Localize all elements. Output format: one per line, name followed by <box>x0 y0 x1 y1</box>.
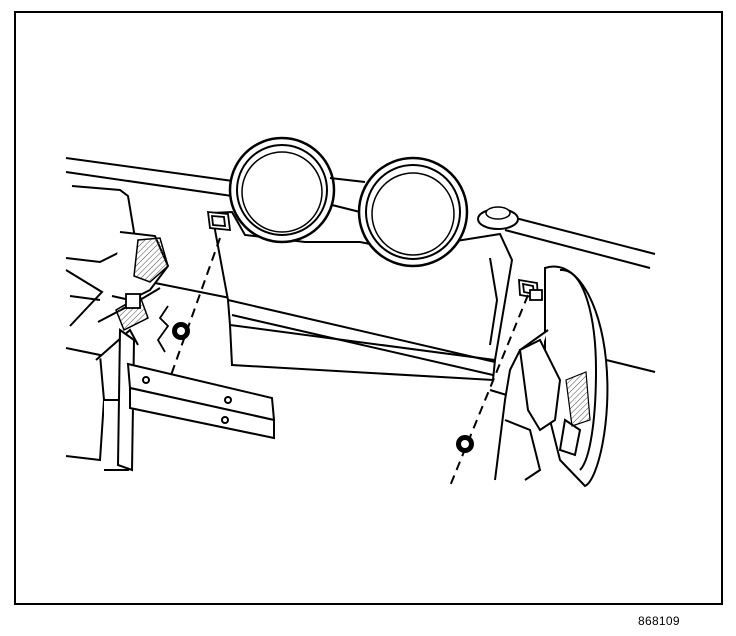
cluster-housing <box>210 210 514 382</box>
left-fastener-leader <box>169 237 221 379</box>
dash-top-edge <box>65 157 656 269</box>
left-gauge <box>228 136 336 244</box>
figure-number: 868109 <box>638 614 680 628</box>
left-bolt-head <box>125 293 141 309</box>
right-bolt-head <box>529 289 543 301</box>
right-fastener-leader <box>449 294 529 487</box>
left-mounting-bracket <box>126 362 276 440</box>
gauge-bridge <box>329 177 366 213</box>
right-nut-icon <box>456 435 474 453</box>
right-gauge <box>357 156 469 268</box>
housing-knob <box>477 206 519 230</box>
steering-column <box>494 265 609 488</box>
left-hatched-bracket <box>115 237 169 332</box>
left-nut-icon <box>172 322 190 340</box>
steering-column-hatch <box>565 371 591 427</box>
left-dash-structure <box>65 185 170 471</box>
left-wire <box>156 305 170 353</box>
left-mount-tab <box>206 210 232 232</box>
diagram-frame <box>14 11 723 605</box>
